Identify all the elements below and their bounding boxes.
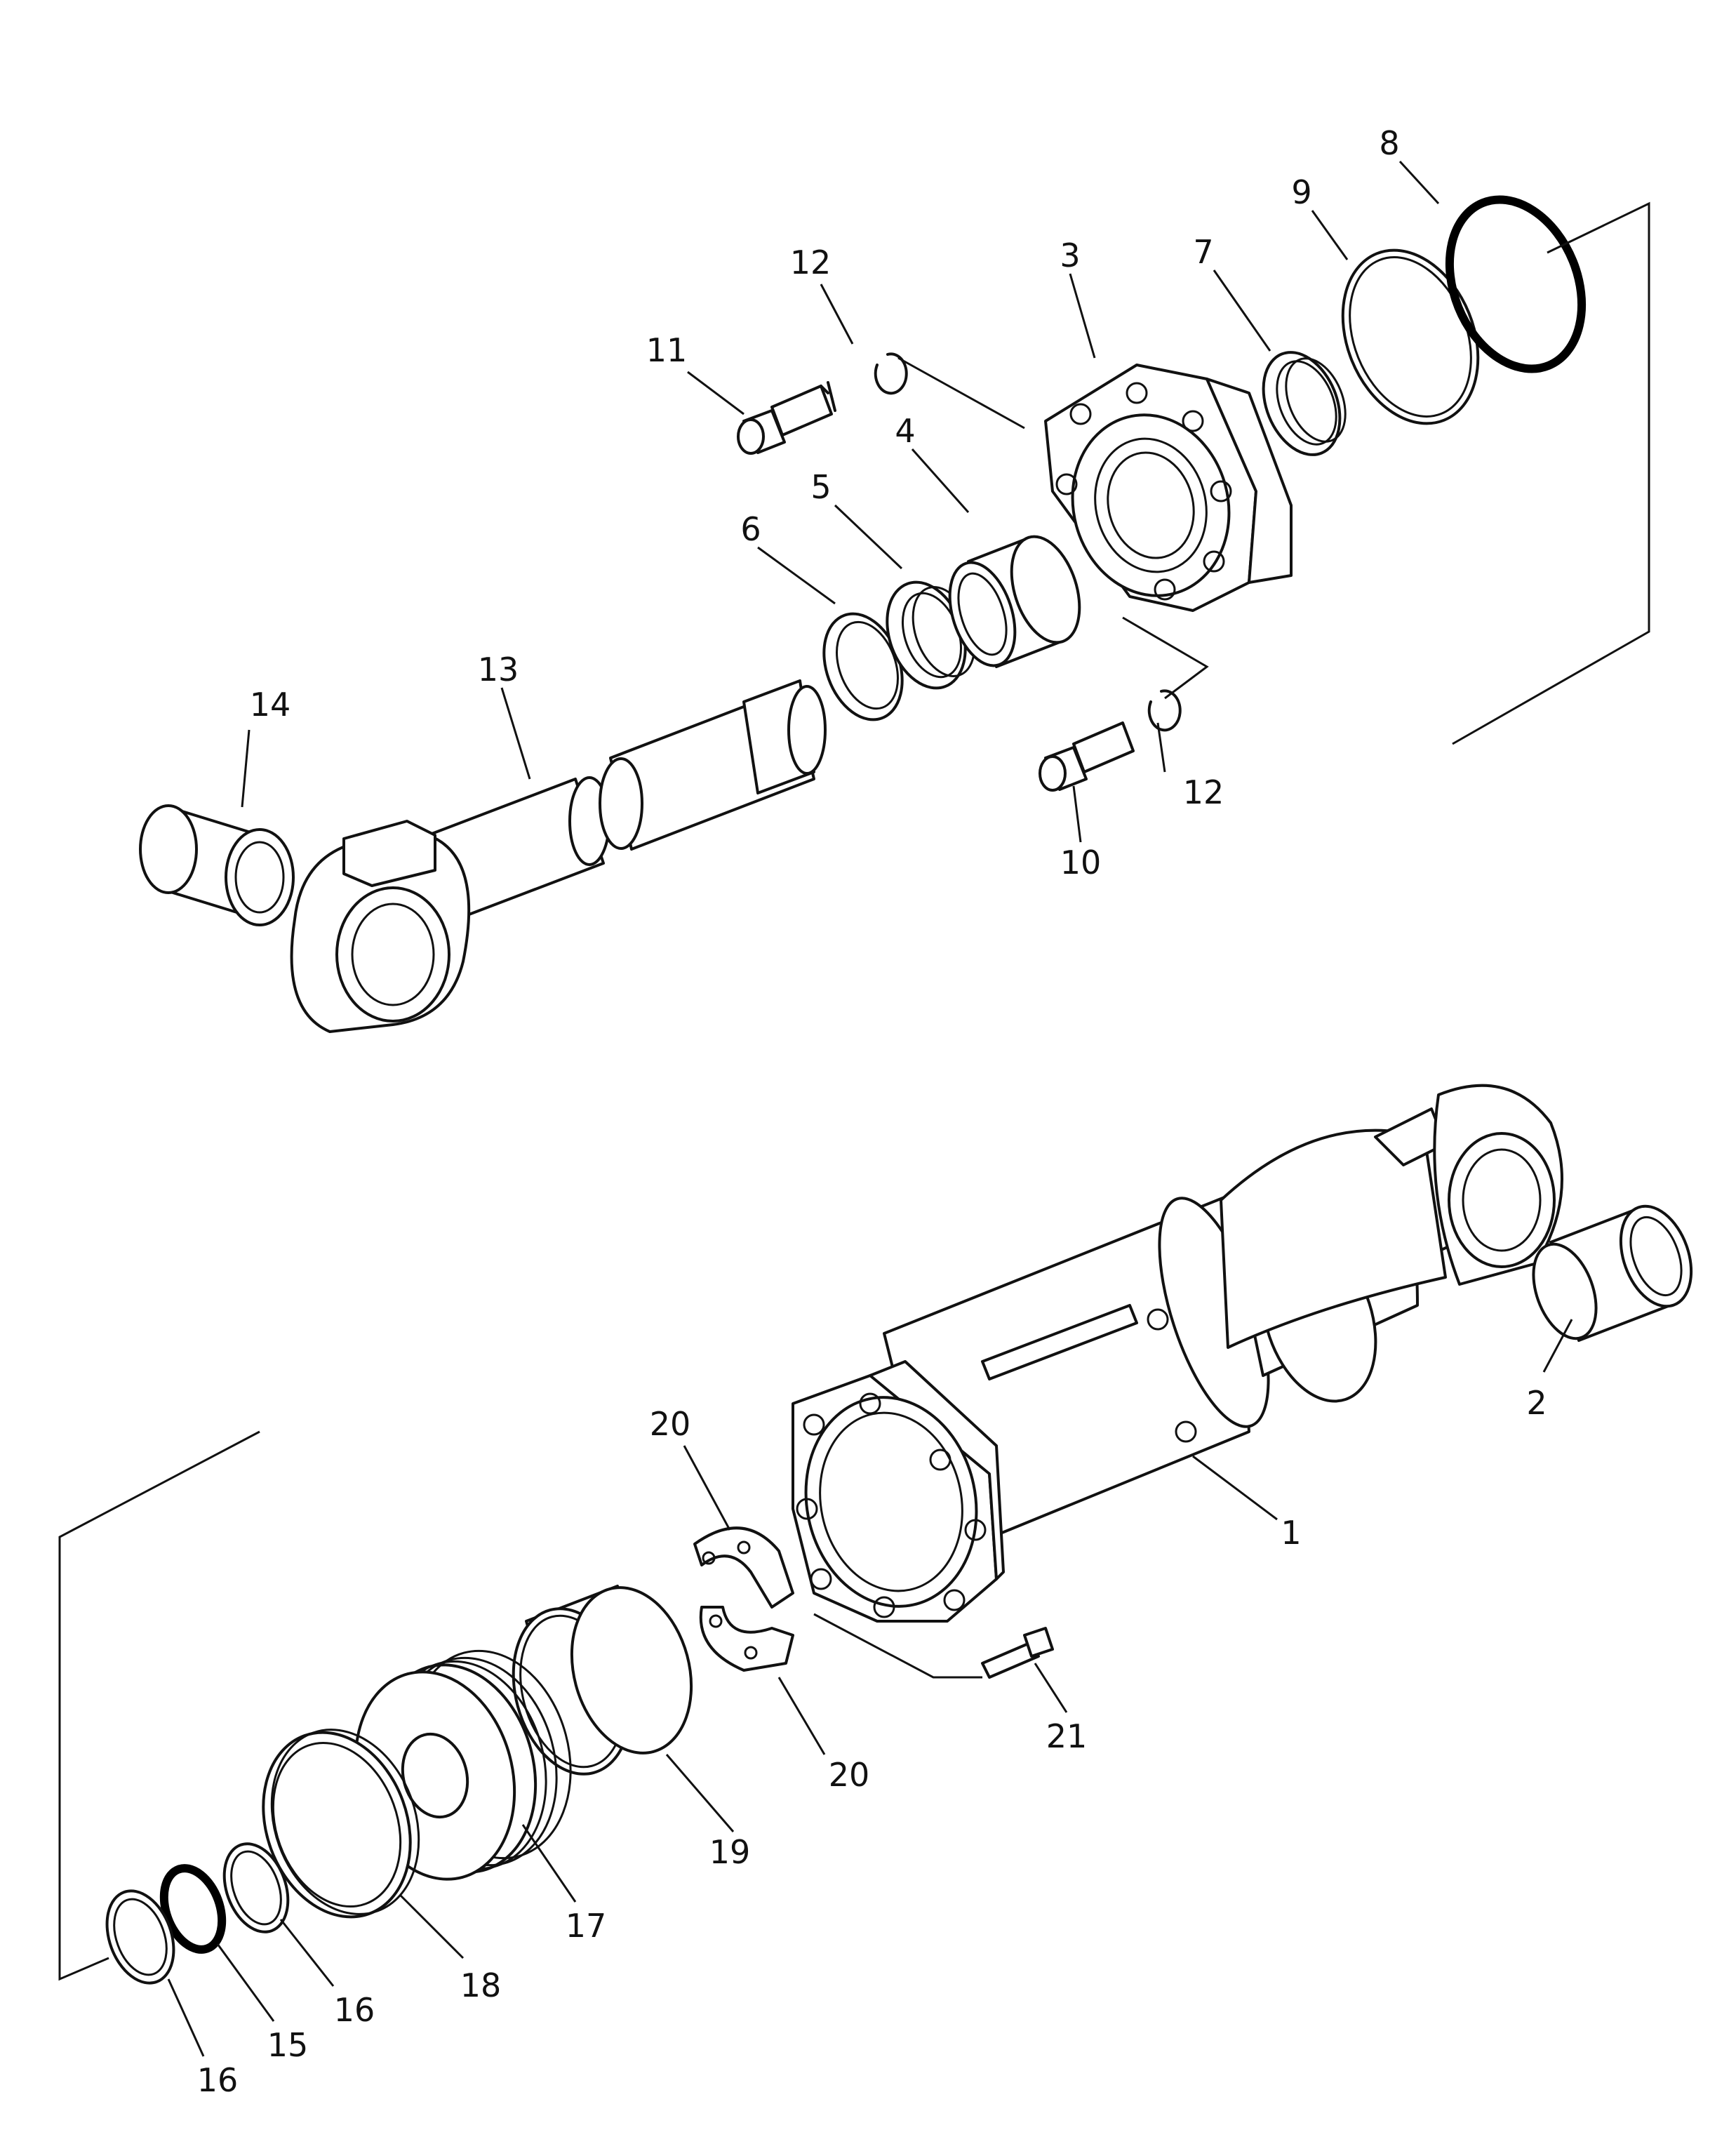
- callout-7: 7: [1193, 233, 1213, 271]
- assembly-lines: [58, 201, 1650, 1981]
- callout-3: 3: [1060, 237, 1080, 274]
- callout-11: 11: [646, 331, 688, 369]
- callout-labels: 1 2 3 4 5 6 7 8 9 10 11 12 12 13 14 15 1…: [197, 124, 1547, 2099]
- callout-17: 17: [566, 1907, 607, 1945]
- part-16-ring-left: [105, 1889, 175, 1985]
- callout-15: 15: [267, 2026, 309, 2064]
- callout-16b: 16: [197, 2061, 239, 2099]
- callout-16a: 16: [334, 1991, 375, 2029]
- callout-21: 21: [1046, 1717, 1088, 1755]
- leader-lines: [167, 160, 1573, 2057]
- part-6-snap-ring: [822, 612, 904, 721]
- part-14-bushing: [139, 804, 295, 926]
- part-20-split-ring-lower: [699, 1606, 794, 1672]
- part-1-cylinder-tube: [792, 1084, 1563, 1623]
- part-3-cylinder-head: [1044, 364, 1293, 612]
- part-18-piston-ring: [262, 1729, 420, 1919]
- callout-12a: 12: [790, 244, 832, 281]
- part-8-o-ring: [1445, 195, 1587, 373]
- callout-2: 2: [1526, 1384, 1547, 1422]
- callout-6: 6: [740, 510, 761, 548]
- part-4-bushing: [948, 535, 1081, 668]
- callout-19: 19: [709, 1833, 751, 1871]
- part-2-bushing: [1532, 1204, 1693, 1342]
- callout-20b: 20: [829, 1756, 870, 1794]
- callout-12b: 12: [1183, 773, 1224, 811]
- part-20-split-ring-upper: [693, 1526, 794, 1609]
- part-15-o-ring: [159, 1864, 227, 1954]
- part-21-bolt: [981, 1627, 1054, 1679]
- callout-5: 5: [810, 468, 831, 506]
- callout-14: 14: [250, 686, 291, 724]
- callout-8: 8: [1379, 124, 1399, 162]
- callout-18: 18: [460, 1966, 502, 2004]
- part-11-bolt: [737, 381, 836, 455]
- callout-1: 1: [1281, 1514, 1301, 1552]
- callout-4: 4: [895, 412, 915, 450]
- part-12-lock-washer-upper: [874, 352, 908, 395]
- callout-10: 10: [1060, 844, 1102, 881]
- part-12-lock-washer-lower: [1147, 689, 1182, 732]
- part-10-bolt: [1039, 721, 1135, 792]
- callout-9: 9: [1291, 173, 1311, 211]
- callout-13: 13: [478, 651, 519, 688]
- callout-20a: 20: [650, 1405, 691, 1443]
- part-7-bearing: [1262, 351, 1347, 456]
- part-19-wear-ring: [512, 1585, 693, 1776]
- part-13-piston-rod: [290, 679, 827, 1033]
- part-9-backup-ring: [1341, 248, 1480, 425]
- part-16-ring-right: [222, 1842, 290, 1933]
